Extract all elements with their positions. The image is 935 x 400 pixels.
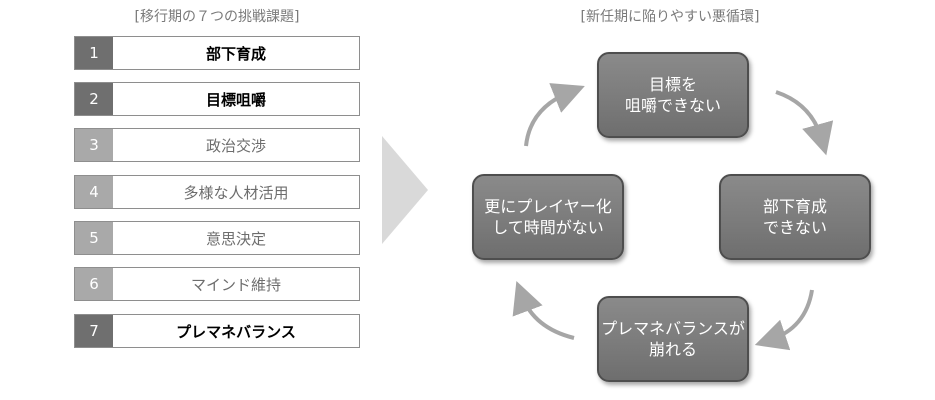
challenge-row-4: 4 多様な人材活用 bbox=[74, 175, 360, 209]
cycle-box-left: 更にプレイヤー化 して時間がない bbox=[472, 174, 624, 260]
challenge-row-7: 7 プレマネバランス bbox=[74, 314, 360, 348]
challenge-label: 政治交渉 bbox=[205, 136, 266, 155]
challenge-label: プレマネバランス bbox=[176, 322, 296, 341]
challenge-label: 目標咀嚼 bbox=[205, 90, 266, 109]
challenge-number: 7 bbox=[75, 315, 113, 347]
challenge-number: 5 bbox=[75, 222, 113, 254]
arrow-bottom-left-icon bbox=[512, 281, 575, 340]
challenge-label: 意思決定 bbox=[205, 229, 266, 248]
cycle-box-top: 目標を 咀嚼できない bbox=[597, 52, 749, 138]
challenge-row-6: 6 マインド維持 bbox=[74, 267, 360, 301]
challenge-number: 1 bbox=[75, 37, 113, 69]
challenge-row-2: 2 目標咀嚼 bbox=[74, 82, 360, 116]
challenge-row-1: 1 部下育成 bbox=[74, 36, 360, 70]
cycle-box-right: 部下育成 できない bbox=[719, 174, 871, 260]
challenge-row-3: 3 政治交渉 bbox=[74, 128, 360, 162]
arrow-top-right-icon bbox=[775, 90, 834, 156]
transition-arrow-icon bbox=[382, 136, 428, 244]
arrow-bottom-right-icon bbox=[754, 289, 814, 351]
challenge-label: マインド維持 bbox=[190, 275, 281, 294]
challenge-label: 部下育成 bbox=[205, 44, 266, 63]
cycle-box-right-label: 部下育成 できない bbox=[762, 197, 827, 237]
cycle-box-top-label: 目標を 咀嚼できない bbox=[624, 75, 721, 115]
challenges-title: [移行期の７つの挑戦課題] bbox=[134, 9, 300, 25]
challenge-number: 4 bbox=[75, 176, 113, 208]
challenge-number: 2 bbox=[75, 83, 113, 115]
cycle-box-left-label: 更にプレイヤー化 して時間がない bbox=[484, 197, 612, 237]
arrow-top-left-icon bbox=[524, 83, 585, 147]
vicious-cycle-title: [新任期に陥りやすい悪循環] bbox=[580, 9, 760, 25]
challenge-row-5: 5 意思決定 bbox=[74, 221, 360, 255]
challenge-number: 6 bbox=[75, 268, 113, 300]
cycle-box-bottom-label: プレマネバランスが 崩れる bbox=[601, 319, 745, 359]
challenge-label: 多様な人材活用 bbox=[183, 183, 289, 202]
challenge-number: 3 bbox=[75, 129, 113, 161]
cycle-box-bottom: プレマネバランスが 崩れる bbox=[597, 296, 749, 382]
